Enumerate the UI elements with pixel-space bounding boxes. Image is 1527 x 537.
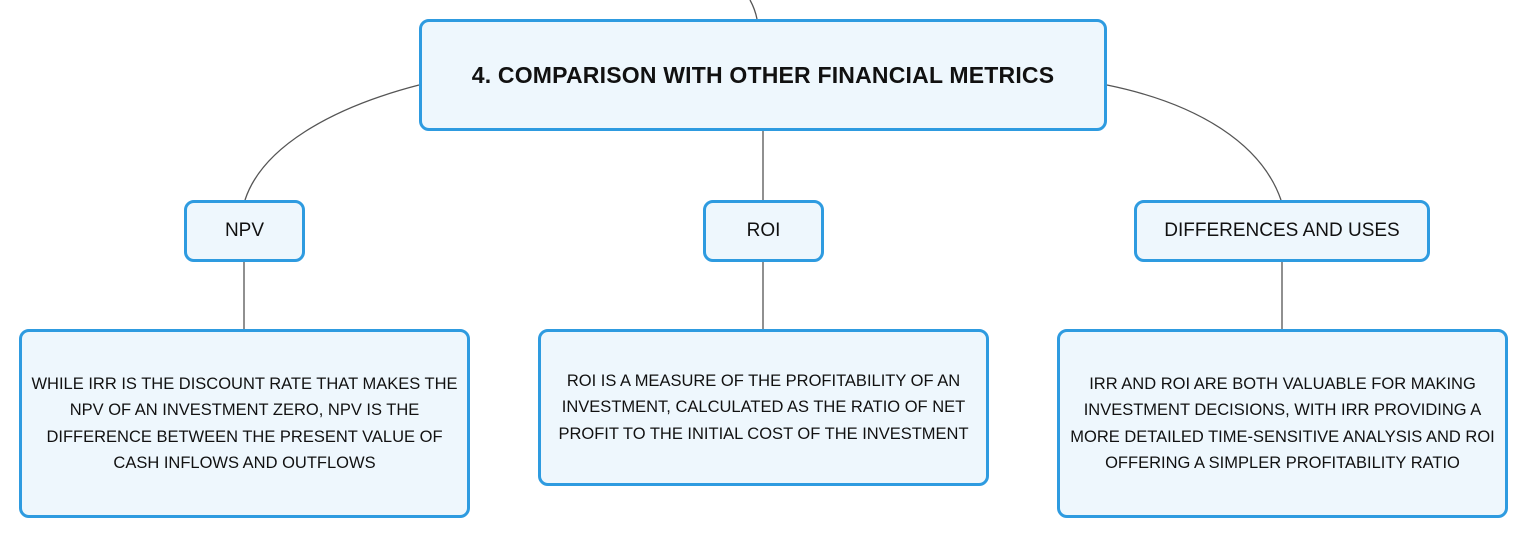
detail-node-differences-text: IRR AND ROI ARE BOTH VALUABLE FOR MAKING…: [1070, 374, 1495, 473]
detail-node-roi-text: ROI IS A MEASURE OF THE PROFITABILITY OF…: [558, 371, 969, 443]
branch-node-npv[interactable]: NPV: [184, 200, 305, 262]
detail-node-npv-text: WHILE IRR IS THE DISCOUNT RATE THAT MAKE…: [31, 374, 458, 473]
connector-parent-to-root: [749, 0, 758, 20]
root-node-label: 4. COMPARISON WITH OTHER FINANCIAL METRI…: [471, 61, 1055, 88]
detail-node-npv[interactable]: WHILE IRR IS THE DISCOUNT RATE THAT MAKE…: [19, 329, 470, 518]
root-node[interactable]: 4. COMPARISON WITH OTHER FINANCIAL METRI…: [419, 19, 1107, 131]
detail-node-differences-and-uses[interactable]: IRR AND ROI ARE BOTH VALUABLE FOR MAKING…: [1057, 329, 1508, 518]
branch-node-differences-and-uses[interactable]: DIFFERENCES AND USES: [1134, 200, 1430, 262]
branch-node-npv-label: NPV: [224, 220, 265, 241]
detail-node-roi[interactable]: ROI IS A MEASURE OF THE PROFITABILITY OF…: [538, 329, 989, 486]
branch-node-differences-label: DIFFERENCES AND USES: [1164, 220, 1400, 241]
connector-root-to-npv: [244, 84, 420, 201]
branch-node-roi[interactable]: ROI: [703, 200, 824, 262]
connector-root-to-differences: [1106, 84, 1282, 201]
branch-node-roi-label: ROI: [746, 220, 781, 241]
